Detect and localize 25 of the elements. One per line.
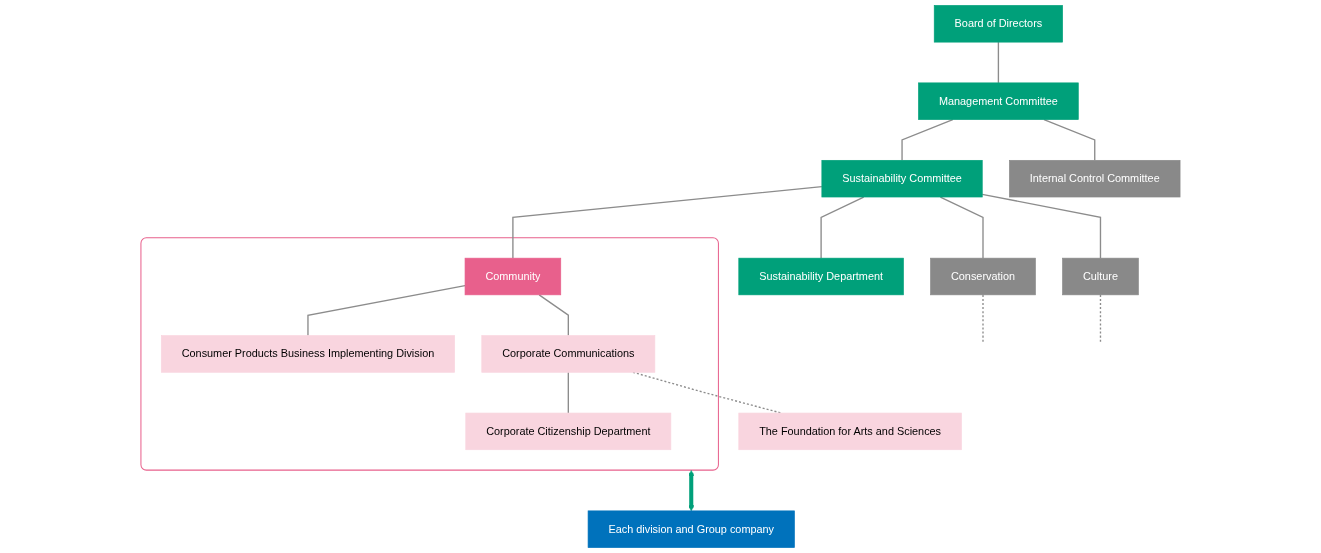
connector <box>981 193 1102 259</box>
node-box: Corporate Citizenship Department <box>465 412 672 451</box>
connector <box>982 294 984 345</box>
node-box: Sustainability Department <box>738 257 904 296</box>
node-box: Corporate Communications <box>481 335 656 373</box>
cluster <box>140 237 719 471</box>
node-box: Sustainability Committee <box>821 160 983 198</box>
node-box: Management Committee <box>918 82 1079 120</box>
connector <box>512 185 823 259</box>
connector <box>1043 118 1096 161</box>
arrow <box>688 470 695 512</box>
connector <box>307 284 466 337</box>
node-box: Internal Control Committee <box>1009 160 1181 198</box>
connector <box>997 41 1000 84</box>
node-box: Board of Directors <box>933 5 1063 43</box>
node-box: The Foundation for Arts and Sciences <box>738 412 962 451</box>
connector <box>538 294 569 337</box>
connector <box>901 118 954 161</box>
node-box: Consumer Products Business Implementing Division <box>161 335 455 373</box>
connector <box>1099 294 1102 345</box>
connector <box>567 371 569 414</box>
node-box: Culture <box>1062 257 1139 296</box>
node-box: Community <box>464 257 562 296</box>
node-box: Each division and Group company <box>587 510 795 548</box>
node-box: Conservation <box>930 257 1036 296</box>
